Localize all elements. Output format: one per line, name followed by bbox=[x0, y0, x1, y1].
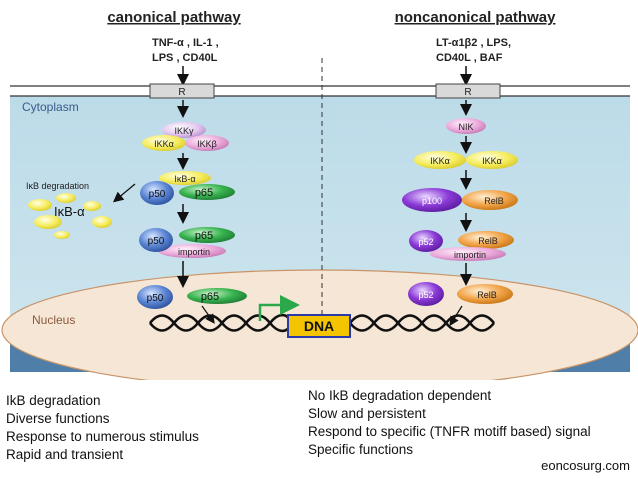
canonical-binding-arrow bbox=[201, 305, 215, 324]
canonical-p50-2-label: p50 bbox=[148, 236, 165, 247]
canonical-p50-3-label: p50 bbox=[147, 293, 164, 304]
noncanonical-note-1: No IkB degradation dependent bbox=[308, 388, 492, 403]
noncanonical-importin bbox=[430, 247, 506, 261]
cytoplasm-label: Cytoplasm bbox=[22, 100, 79, 114]
ikb-degradation-label: IκB degradation bbox=[26, 181, 89, 191]
ikb-alpha-free-label: IκB-α bbox=[54, 204, 85, 219]
canonical-p50-3 bbox=[137, 285, 173, 309]
dna-helix bbox=[148, 313, 496, 333]
noncanonical-title: noncanonical pathway bbox=[395, 9, 557, 26]
noncanonical-relb-1 bbox=[462, 190, 518, 210]
canonical-p65-2-label: p65 bbox=[195, 230, 213, 242]
canonical-title: canonical pathway bbox=[107, 9, 241, 26]
nik-label: NIK bbox=[458, 122, 473, 132]
canonical-p50-1 bbox=[140, 181, 174, 205]
canonical-ikk-beta-label: IKKβ bbox=[197, 139, 217, 149]
noncanonical-relb-2 bbox=[458, 231, 514, 249]
noncanonical-note-4: Specific functions bbox=[308, 442, 414, 457]
canonical-note-2: Diverse functions bbox=[6, 411, 110, 426]
canonical-p50-1-label: p50 bbox=[149, 189, 166, 200]
canonical-p65-2 bbox=[179, 227, 235, 243]
noncanonical-receptor bbox=[435, 83, 501, 99]
canonical-ikb-alpha-label: IκB-α bbox=[174, 174, 195, 184]
dna-label: DNA bbox=[304, 318, 334, 334]
canonical-p65-1-label: p65 bbox=[195, 187, 213, 199]
canonical-p65-1 bbox=[179, 184, 235, 200]
canonical-p65-3-label: p65 bbox=[201, 291, 219, 303]
noncanonical-relb-3-label: RelB bbox=[477, 290, 497, 300]
canonical-notes: IkB degradation Diverse functions Respon… bbox=[6, 392, 199, 464]
noncanonical-note-2: Slow and persistent bbox=[308, 406, 426, 421]
canonical-importin bbox=[158, 244, 226, 258]
nfkb-pathway-diagram: canonical pathway noncanonical pathway T… bbox=[0, 0, 638, 380]
canonical-ikb-alpha bbox=[159, 171, 211, 185]
noncanonical-ligands-line2: CD40L , BAF bbox=[436, 52, 503, 64]
source-credit: eoncosurg.com bbox=[541, 458, 630, 473]
canonical-ikk-beta bbox=[185, 135, 229, 151]
noncanonical-note-3: Respond to specific (TNFR motiff based) … bbox=[308, 424, 591, 439]
transcription-arrow bbox=[258, 295, 300, 321]
canonical-ligands-line1: TNF-α , IL-1 , bbox=[152, 37, 219, 49]
page-mask-top bbox=[0, 0, 638, 96]
noncanonical-relb-2-label: RelB bbox=[478, 236, 498, 246]
canonical-p65-3 bbox=[187, 288, 247, 304]
p52-2-label: p52 bbox=[418, 290, 433, 300]
noncanonical-ligands-line1: LT-α1β2 , LPS, bbox=[436, 37, 511, 49]
canonical-ikk-gamma bbox=[162, 122, 206, 138]
p52-1 bbox=[409, 230, 443, 252]
canonical-receptor-label: R bbox=[178, 87, 185, 98]
canonical-note-3: Response to numerous stimulus bbox=[6, 429, 199, 444]
dna-box bbox=[287, 314, 351, 338]
noncanonical-receptor-label: R bbox=[464, 87, 471, 98]
noncanonical-ikk-alpha-1 bbox=[414, 151, 466, 169]
p100 bbox=[402, 188, 462, 212]
nik bbox=[446, 118, 486, 134]
canonical-note-1: IkB degradation bbox=[6, 393, 101, 408]
canonical-p50-2 bbox=[139, 228, 173, 252]
noncanonical-ikk-alpha-1-label: IKKα bbox=[430, 156, 450, 166]
p100-label: p100 bbox=[422, 196, 442, 206]
canonical-note-4: Rapid and transient bbox=[6, 447, 124, 462]
noncanonical-ikk-alpha-2 bbox=[466, 151, 518, 169]
ikb-degradation-arrow bbox=[113, 183, 136, 203]
canonical-ikk-gamma-label: IKKγ bbox=[174, 126, 194, 136]
canonical-importin-label: importin bbox=[178, 247, 210, 257]
noncanonical-ikk-alpha-2-label: IKKα bbox=[482, 156, 502, 166]
noncanonical-relb-3 bbox=[457, 284, 513, 304]
canonical-receptor bbox=[149, 83, 215, 99]
p52-1-label: p52 bbox=[418, 237, 433, 247]
p52-2 bbox=[408, 282, 444, 306]
nucleus-label: Nucleus bbox=[32, 313, 75, 327]
noncanonical-notes: No IkB degradation dependent Slow and pe… bbox=[308, 387, 591, 459]
canonical-ikk-alpha bbox=[142, 135, 186, 151]
canonical-ligands-line2: LPS , CD40L bbox=[152, 52, 218, 64]
noncanonical-importin-label: importin bbox=[454, 250, 486, 260]
canonical-ikk-alpha-label: IKKα bbox=[154, 139, 174, 149]
noncanonical-binding-arrow bbox=[449, 305, 463, 327]
noncanonical-relb-1-label: RelB bbox=[484, 196, 504, 206]
ikb-fragments bbox=[28, 193, 112, 239]
